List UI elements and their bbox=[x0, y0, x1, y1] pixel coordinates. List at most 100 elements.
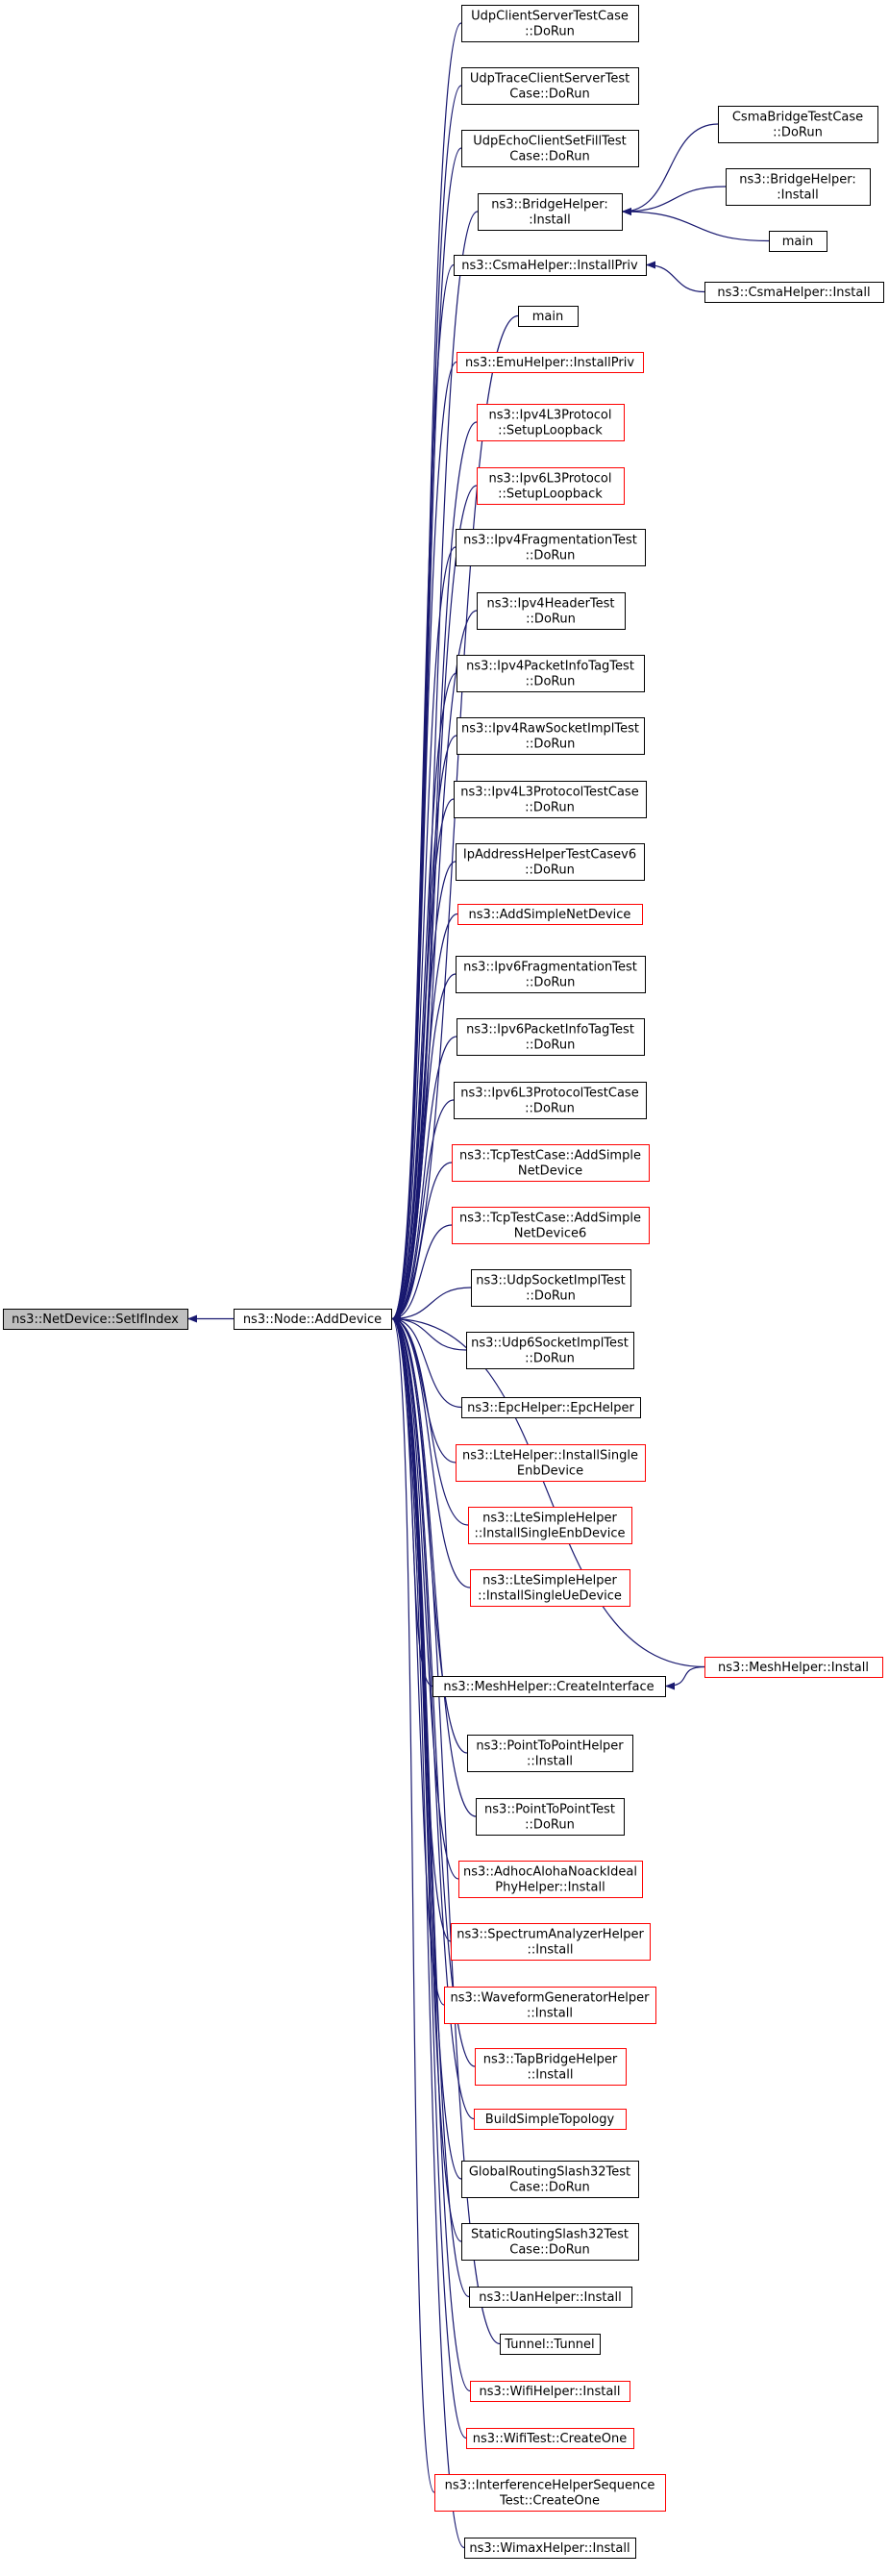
node-uanhelper[interactable]: ns3::UanHelper::Install bbox=[469, 2287, 632, 2308]
node-udp6socketimpl[interactable]: ns3::Udp6SocketImplTest::DoRun bbox=[466, 1332, 634, 1369]
edge-tcptest_addsimple-to-adddevice bbox=[391, 1162, 453, 1323]
node-adddevice[interactable]: ns3::Node::AddDevice bbox=[234, 1309, 392, 1330]
node-p2phelper[interactable]: ns3::PointToPointHelper::Install bbox=[467, 1735, 633, 1772]
node-emuhelper[interactable]: ns3::EmuHelper::InstallPriv bbox=[457, 352, 644, 373]
node-csmahelper_installpriv[interactable]: ns3::CsmaHelper::InstallPriv bbox=[454, 255, 647, 276]
node-label-ipv4l3testcase-0: ns3::Ipv4L3ProtocolTestCase bbox=[460, 786, 638, 800]
node-label-ipv4l3_setuploopback-0: ns3::Ipv4L3Protocol bbox=[489, 409, 612, 423]
node-p2ptest[interactable]: ns3::PointToPointTest::DoRun bbox=[476, 1798, 625, 1836]
node-label-p2phelper-0: ns3::PointToPointHelper bbox=[476, 1739, 624, 1754]
node-label-meshhelper_createinterface-0: ns3::MeshHelper::CreateInterface bbox=[443, 1680, 654, 1694]
node-csmabridge_dorun[interactable]: CsmaBridgeTestCase::DoRun bbox=[718, 106, 878, 143]
node-box-ltesimple_enb bbox=[468, 1507, 632, 1544]
node-box-ipv6l3testcase bbox=[454, 1082, 647, 1119]
node-label-p2ptest-1: ::DoRun bbox=[525, 1818, 575, 1833]
node-box-tcptest_addsimple bbox=[452, 1144, 650, 1182]
node-interferencehelper[interactable]: ns3::InterferenceHelperSequenceTest::Cre… bbox=[434, 2474, 666, 2512]
edges-layer bbox=[187, 22, 770, 2549]
node-waveformgenerator[interactable]: ns3::WaveformGeneratorHelper::Install bbox=[444, 1987, 656, 2024]
node-ltesimple_enb[interactable]: ns3::LteSimpleHelper::InstallSingleEnbDe… bbox=[468, 1507, 632, 1544]
node-box-ipv6l3_setuploopback bbox=[477, 467, 625, 505]
node-tunnel[interactable]: Tunnel::Tunnel bbox=[500, 2334, 601, 2355]
node-csmahelper_install[interactable]: ns3::CsmaHelper::Install bbox=[704, 282, 884, 303]
node-spectrumanalyzer[interactable]: ns3::SpectrumAnalyzerHelper::Install bbox=[451, 1923, 651, 1961]
node-box-spectrumanalyzer bbox=[451, 1923, 651, 1961]
node-label-tcptest_addsimple6-0: ns3::TcpTestCase::AddSimple bbox=[459, 1212, 641, 1226]
node-label-staticrouting-1: Case::DoRun bbox=[509, 2243, 589, 2258]
node-box-p2phelper bbox=[467, 1735, 633, 1772]
node-label-ltesimple_ue-0: ns3::LteSimpleHelper bbox=[482, 1574, 617, 1588]
node-label-ipv4frag-0: ns3::Ipv4FragmentationTest bbox=[463, 534, 637, 548]
node-box-ltehelper bbox=[456, 1444, 646, 1482]
node-label-globalrouting-1: Case::DoRun bbox=[509, 2181, 589, 2195]
node-box-csmabridge_dorun bbox=[718, 106, 878, 143]
node-ipaddresshelper[interactable]: IpAddressHelperTestCasev6::DoRun bbox=[456, 843, 645, 881]
node-setifindex[interactable]: ns3::NetDevice::SetIfIndex bbox=[3, 1309, 188, 1330]
node-label-ipv4l3_setuploopback-1: ::SetupLoopback bbox=[498, 424, 603, 438]
node-addsimplenetdevice[interactable]: ns3::AddSimpleNetDevice bbox=[457, 904, 643, 925]
node-label-ipv6l3_setuploopback-1: ::SetupLoopback bbox=[498, 488, 603, 502]
node-wimaxhelper[interactable]: ns3::WimaxHelper::Install bbox=[464, 2538, 636, 2559]
node-ipv4rawsocket[interactable]: ns3::Ipv4RawSocketImplTest::DoRun bbox=[457, 717, 645, 755]
node-ipv6l3testcase[interactable]: ns3::Ipv6L3ProtocolTestCase::DoRun bbox=[454, 1082, 647, 1119]
node-ipv4header[interactable]: ns3::Ipv4HeaderTest::DoRun bbox=[477, 592, 626, 630]
node-box-globalrouting bbox=[461, 2161, 639, 2198]
node-bridgehelper_install2[interactable]: ns3::BridgeHelper::Install bbox=[726, 168, 871, 206]
edge-ipv4frag-to-adddevice bbox=[391, 546, 457, 1323]
node-label-tunnel-0: Tunnel::Tunnel bbox=[504, 2338, 594, 2352]
node-buildsimpletopology[interactable]: BuildSimpleTopology bbox=[474, 2109, 627, 2130]
node-main_right[interactable]: main bbox=[769, 231, 827, 252]
node-epchelper[interactable]: ns3::EpcHelper::EpcHelper bbox=[461, 1397, 641, 1418]
node-ipv4frag[interactable]: ns3::Ipv4FragmentationTest::DoRun bbox=[456, 529, 646, 566]
node-label-udpclientserver-1: ::DoRun bbox=[525, 25, 575, 39]
node-label-adddevice-0: ns3::Node::AddDevice bbox=[243, 1313, 382, 1327]
node-box-ipv4l3_setuploopback bbox=[477, 404, 625, 441]
node-label-setifindex-0: ns3::NetDevice::SetIfIndex bbox=[12, 1313, 179, 1327]
node-label-csmahelper_install-0: ns3::CsmaHelper::Install bbox=[717, 286, 870, 300]
node-adhocaloha[interactable]: ns3::AdhocAlohaNoackIdealPhyHelper::Inst… bbox=[458, 1861, 643, 1898]
node-wifihelper[interactable]: ns3::WifiHelper::Install bbox=[470, 2381, 630, 2402]
node-udpsocketimpl[interactable]: ns3::UdpSocketImplTest::DoRun bbox=[471, 1269, 631, 1307]
node-ipv6packetinfo[interactable]: ns3::Ipv6PacketInfoTagTest::DoRun bbox=[457, 1018, 645, 1056]
edge-csmahelper_install-to-csmahelper_installpriv bbox=[646, 261, 705, 293]
edge-uanhelper-to-adddevice bbox=[391, 1314, 470, 2298]
node-meshhelper_install[interactable]: ns3::MeshHelper::Install bbox=[704, 1657, 883, 1678]
node-label-p2ptest-0: ns3::PointToPointTest bbox=[484, 1803, 615, 1817]
node-label-emuhelper-0: ns3::EmuHelper::InstallPriv bbox=[465, 356, 634, 370]
node-udpclientserver[interactable]: UdpClientServerTestCase::DoRun bbox=[461, 5, 639, 42]
node-box-udp6socketimpl bbox=[466, 1332, 634, 1369]
node-box-udpsocketimpl bbox=[471, 1269, 631, 1307]
node-box-ipaddresshelper bbox=[456, 843, 645, 881]
node-box-csmahelper_install bbox=[704, 282, 884, 303]
edge-wimaxhelper-to-adddevice bbox=[391, 1314, 465, 2549]
node-ltesimple_ue[interactable]: ns3::LteSimpleHelper::InstallSingleUeDev… bbox=[470, 1569, 630, 1607]
node-ipv4packetinfo[interactable]: ns3::Ipv4PacketInfoTagTest::DoRun bbox=[457, 655, 645, 692]
node-label-main_right-0: main bbox=[782, 235, 813, 249]
node-box-interferencehelper bbox=[434, 2474, 666, 2512]
node-ipv4l3testcase[interactable]: ns3::Ipv4L3ProtocolTestCase::DoRun bbox=[454, 781, 647, 818]
node-tcptest_addsimple[interactable]: ns3::TcpTestCase::AddSimpleNetDevice bbox=[452, 1144, 650, 1182]
edge-csmahelper_installpriv-to-adddevice bbox=[391, 263, 455, 1323]
node-ltehelper[interactable]: ns3::LteHelper::InstallSingleEnbDevice bbox=[456, 1444, 646, 1482]
edge-udpechoclient-to-adddevice bbox=[391, 147, 462, 1323]
node-main_mid[interactable]: main bbox=[518, 306, 579, 327]
edge-ipv6l3_setuploopback-to-adddevice bbox=[391, 485, 478, 1323]
node-ipv6frag[interactable]: ns3::Ipv6FragmentationTest::DoRun bbox=[456, 956, 646, 993]
node-meshhelper_createinterface[interactable]: ns3::MeshHelper::CreateInterface bbox=[432, 1676, 666, 1697]
node-box-ipv4rawsocket bbox=[457, 717, 645, 755]
edge-ltesimple_enb-to-adddevice bbox=[391, 1314, 469, 1526]
node-wifitest[interactable]: ns3::WifiTest::CreateOne bbox=[466, 2428, 634, 2449]
node-ipv6l3_setuploopback[interactable]: ns3::Ipv6L3Protocol::SetupLoopback bbox=[477, 467, 625, 505]
node-label-tapbridge-1: ::Install bbox=[528, 2068, 574, 2083]
node-ipv4l3_setuploopback[interactable]: ns3::Ipv4L3Protocol::SetupLoopback bbox=[477, 404, 625, 441]
node-box-epchelper bbox=[461, 1397, 641, 1418]
node-box-wifitest bbox=[466, 2428, 634, 2449]
node-bridgehelper_install[interactable]: ns3::BridgeHelper::Install bbox=[478, 193, 623, 231]
node-label-bridgehelper_install-1: :Install bbox=[529, 213, 571, 228]
node-tapbridge[interactable]: ns3::TapBridgeHelper::Install bbox=[475, 2048, 627, 2086]
